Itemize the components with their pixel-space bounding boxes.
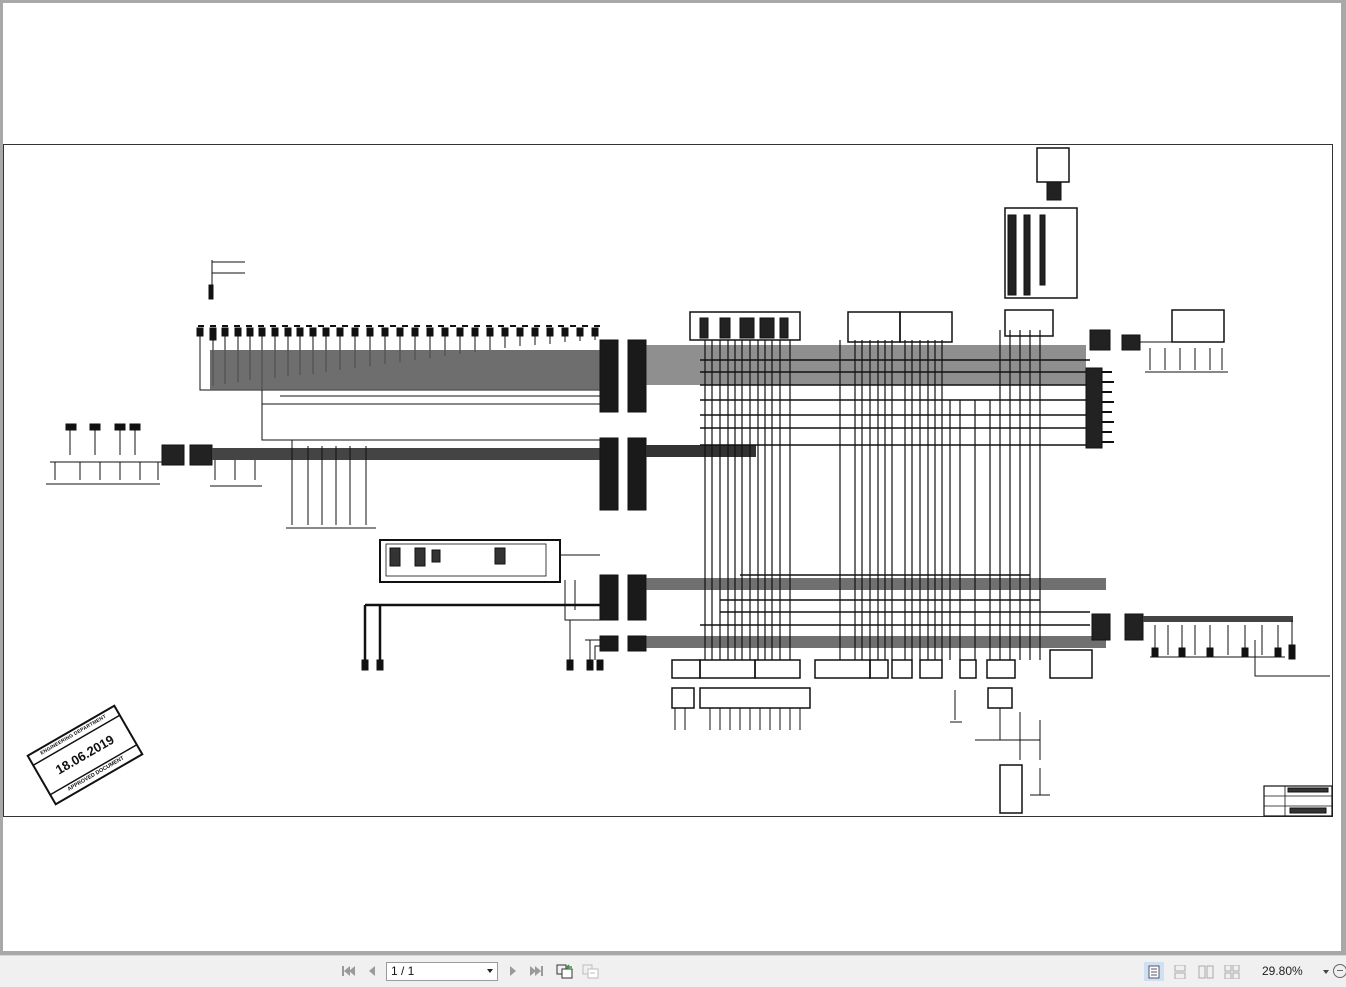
document-viewport[interactable]: ENGINEERING DEPARTMENT 18.06.2019 APPROV…: [0, 0, 1346, 955]
drawing-border: [3, 144, 1333, 817]
zoom-dropdown-icon[interactable]: [1323, 970, 1329, 974]
pdf-page: [3, 3, 1341, 951]
next-page-icon[interactable]: [505, 963, 521, 979]
previous-view-icon[interactable]: [556, 963, 574, 979]
view-mode-continuous[interactable]: [1170, 962, 1190, 981]
page-indicator: 1 / 1: [391, 964, 415, 978]
page-number-select[interactable]: 1 / 1: [386, 962, 498, 981]
prev-page-icon[interactable]: [364, 963, 380, 979]
zoom-out-icon[interactable]: [1333, 964, 1346, 978]
last-page-icon[interactable]: [529, 963, 545, 979]
wiring-schematic: [26, 147, 1333, 817]
first-page-icon[interactable]: [340, 963, 356, 979]
view-mode-facing[interactable]: [1196, 962, 1216, 981]
next-view-icon[interactable]: [582, 963, 600, 979]
chevron-down-icon[interactable]: [487, 969, 493, 973]
view-mode-continuous-facing[interactable]: [1222, 962, 1242, 981]
approval-stamp: [26, 704, 144, 806]
viewer-toolbar: 1 / 1 29.80%: [0, 955, 1346, 987]
view-mode-single-page[interactable]: [1144, 962, 1164, 981]
zoom-level[interactable]: 29.80%: [1262, 964, 1303, 978]
